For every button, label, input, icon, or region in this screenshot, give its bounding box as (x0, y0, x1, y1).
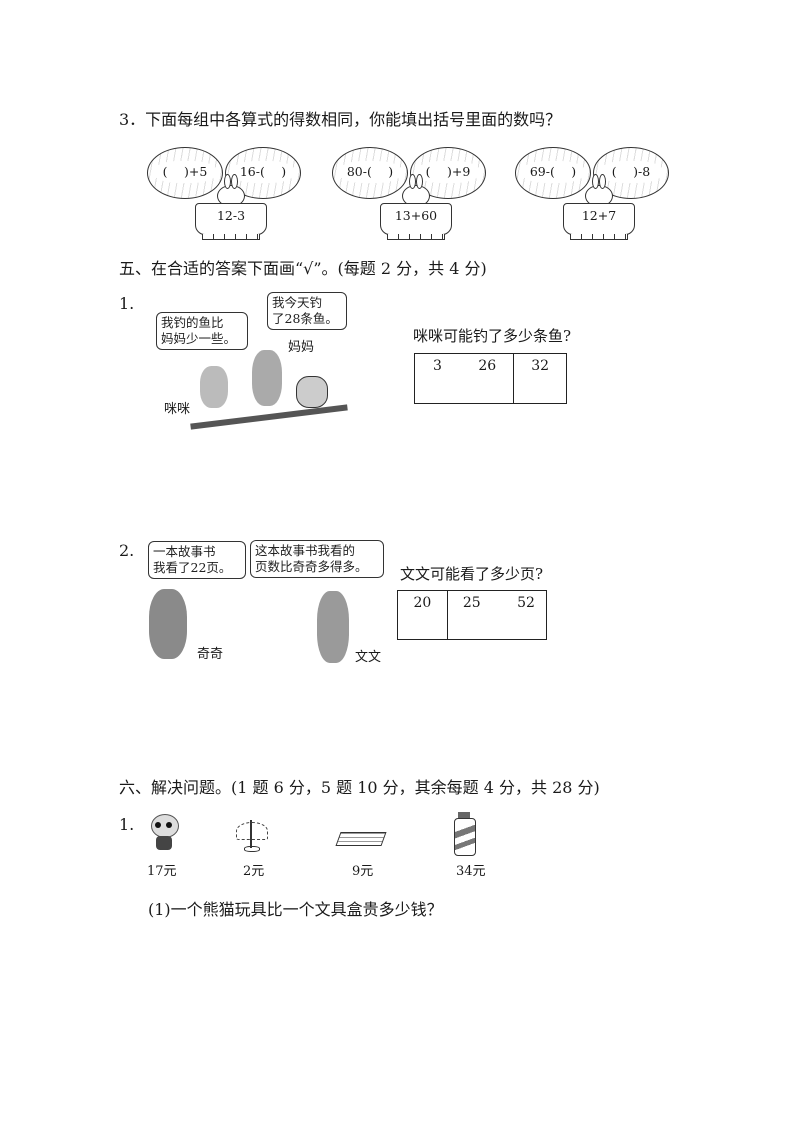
thermos-icon (454, 812, 476, 856)
balloon-group-2: 80-( ) ( )+9 13+60 (332, 145, 502, 240)
problem-number: 2. (119, 541, 135, 560)
basket-expression: 13+60 (380, 203, 452, 240)
option-cell[interactable]: 32 (513, 353, 567, 404)
blank-expression[interactable]: 69-( ) (522, 161, 584, 183)
plant-icon (234, 816, 268, 852)
blank-expression[interactable]: ( )-8 (600, 161, 662, 183)
fish-jar-icon (296, 376, 328, 408)
blank-expression[interactable]: 16-( ) (232, 161, 294, 183)
option-cell[interactable]: 20 (397, 590, 448, 640)
balloon-left: 69-( ) (515, 147, 591, 199)
girl-wenwen-icon (317, 591, 349, 663)
balloon-left: 80-( ) (332, 147, 408, 199)
label-wenwen: 文文 (355, 650, 382, 665)
speech-bubble-qiqi: 一本故事书 我看了22页。 (148, 541, 246, 579)
balloon-group-3: 69-( ) ( )-8 12+7 (515, 145, 685, 240)
panda-toy-icon (147, 814, 181, 850)
answer-table-2: 20 25 52 (397, 590, 548, 640)
problem-number: 1. (119, 815, 135, 834)
options-cell[interactable]: 3 26 (413, 353, 515, 404)
label-mama: 妈妈 (288, 340, 315, 355)
basket-expression: 12-3 (195, 203, 267, 240)
price-label: 34元 (456, 864, 486, 879)
speech-bubble-mimi: 我钓的鱼比 妈妈少一些。 (156, 312, 248, 350)
price-label: 17元 (147, 864, 177, 879)
cat-mama-icon (252, 350, 282, 406)
q3-title: 3．下面每组中各算式的得数相同，你能填出括号里面的数吗？ (119, 110, 562, 129)
boy-qiqi-icon (149, 589, 187, 659)
bunny-icon (585, 174, 613, 207)
price-label: 9元 (352, 864, 374, 879)
blank-expression[interactable]: 80-( ) (339, 161, 401, 183)
blank-expression[interactable]: ( )+9 (417, 161, 479, 183)
problem-number: 1. (119, 294, 135, 313)
problem1-question: 咪咪可能钓了多少条鱼? (413, 327, 572, 345)
answer-table-1: 3 26 32 (413, 353, 567, 404)
balloon-group-1: ( )+5 16-( ) 12-3 (147, 145, 317, 240)
basket-expression: 12+7 (563, 203, 635, 240)
problem2-question: 文文可能看了多少页? (400, 565, 544, 583)
blank-expression[interactable]: ( )+5 (154, 161, 216, 183)
options-cell[interactable]: 25 52 (446, 590, 548, 640)
label-mimi: 咪咪 (164, 402, 191, 417)
price-label: 2元 (243, 864, 265, 879)
section6-title: 六、解决问题。(1 题 6 分，5 题 10 分，其余每题 4 分，共 28 分… (119, 778, 600, 797)
subquestion-1: (1)一个熊猫玩具比一个文具盒贵多少钱？ (148, 900, 443, 919)
balloon-left: ( )+5 (147, 147, 223, 199)
cat-mimi-icon (200, 366, 228, 408)
speech-bubble-wenwen: 这本故事书我看的 页数比奇奇多得多。 (250, 540, 384, 578)
riverbank (190, 404, 348, 430)
section5-title: 五、在合适的答案下面画“√”。(每题 2 分，共 4 分) (119, 259, 487, 278)
speech-bubble-mama: 我今天钓 了28条鱼。 (267, 292, 347, 330)
stationery-box-icon (335, 830, 387, 848)
reading-illustration: 一本故事书 我看了22页。 这本故事书我看的 页数比奇奇多得多。 奇奇 文文 (145, 540, 385, 671)
fishing-illustration: 我钓的鱼比 妈妈少一些。 我今天钓 了28条鱼。 妈妈 咪咪 (156, 292, 348, 435)
label-qiqi: 奇奇 (197, 647, 224, 662)
